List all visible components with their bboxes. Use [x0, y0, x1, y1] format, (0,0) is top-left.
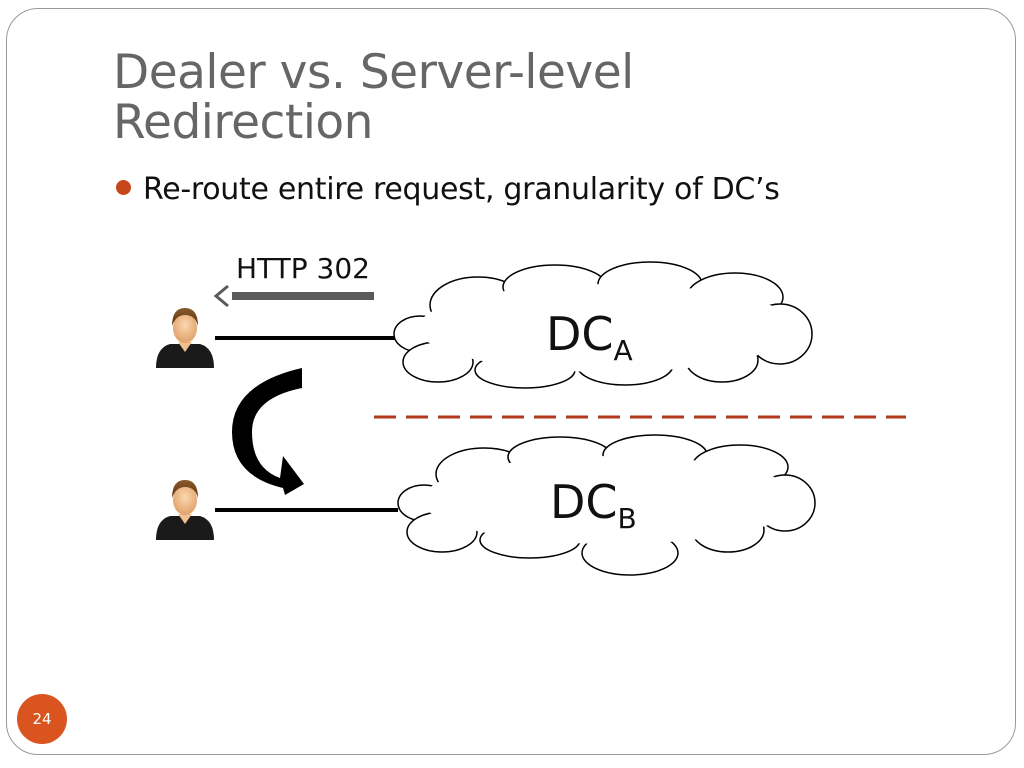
dc-b-sub: B: [618, 502, 637, 535]
cloud-icon: [393, 261, 813, 389]
redirect-arrow-icon: [232, 368, 304, 495]
user-icon: [156, 308, 214, 368]
dc-a-sub: A: [614, 334, 633, 367]
dc-b-main: DC: [550, 475, 618, 529]
user-icon: [156, 480, 214, 540]
dc-b-label: DCB: [550, 475, 637, 535]
bullet-text: Re-route entire request, granularity of …: [143, 172, 780, 207]
bullet-item: Re-route entire request, granularity of …: [116, 172, 780, 207]
page-number-badge: 24: [17, 694, 67, 744]
slide-title: Dealer vs. Server-level Redirection: [113, 45, 634, 150]
cloud-icon: [397, 434, 816, 576]
bullet-dot-icon: [116, 180, 131, 195]
http-302-label: HTTP 302: [236, 252, 370, 285]
left-arrow-icon: [213, 284, 374, 308]
dc-a-main: DC: [546, 307, 614, 361]
dc-a-label: DCA: [546, 307, 633, 367]
